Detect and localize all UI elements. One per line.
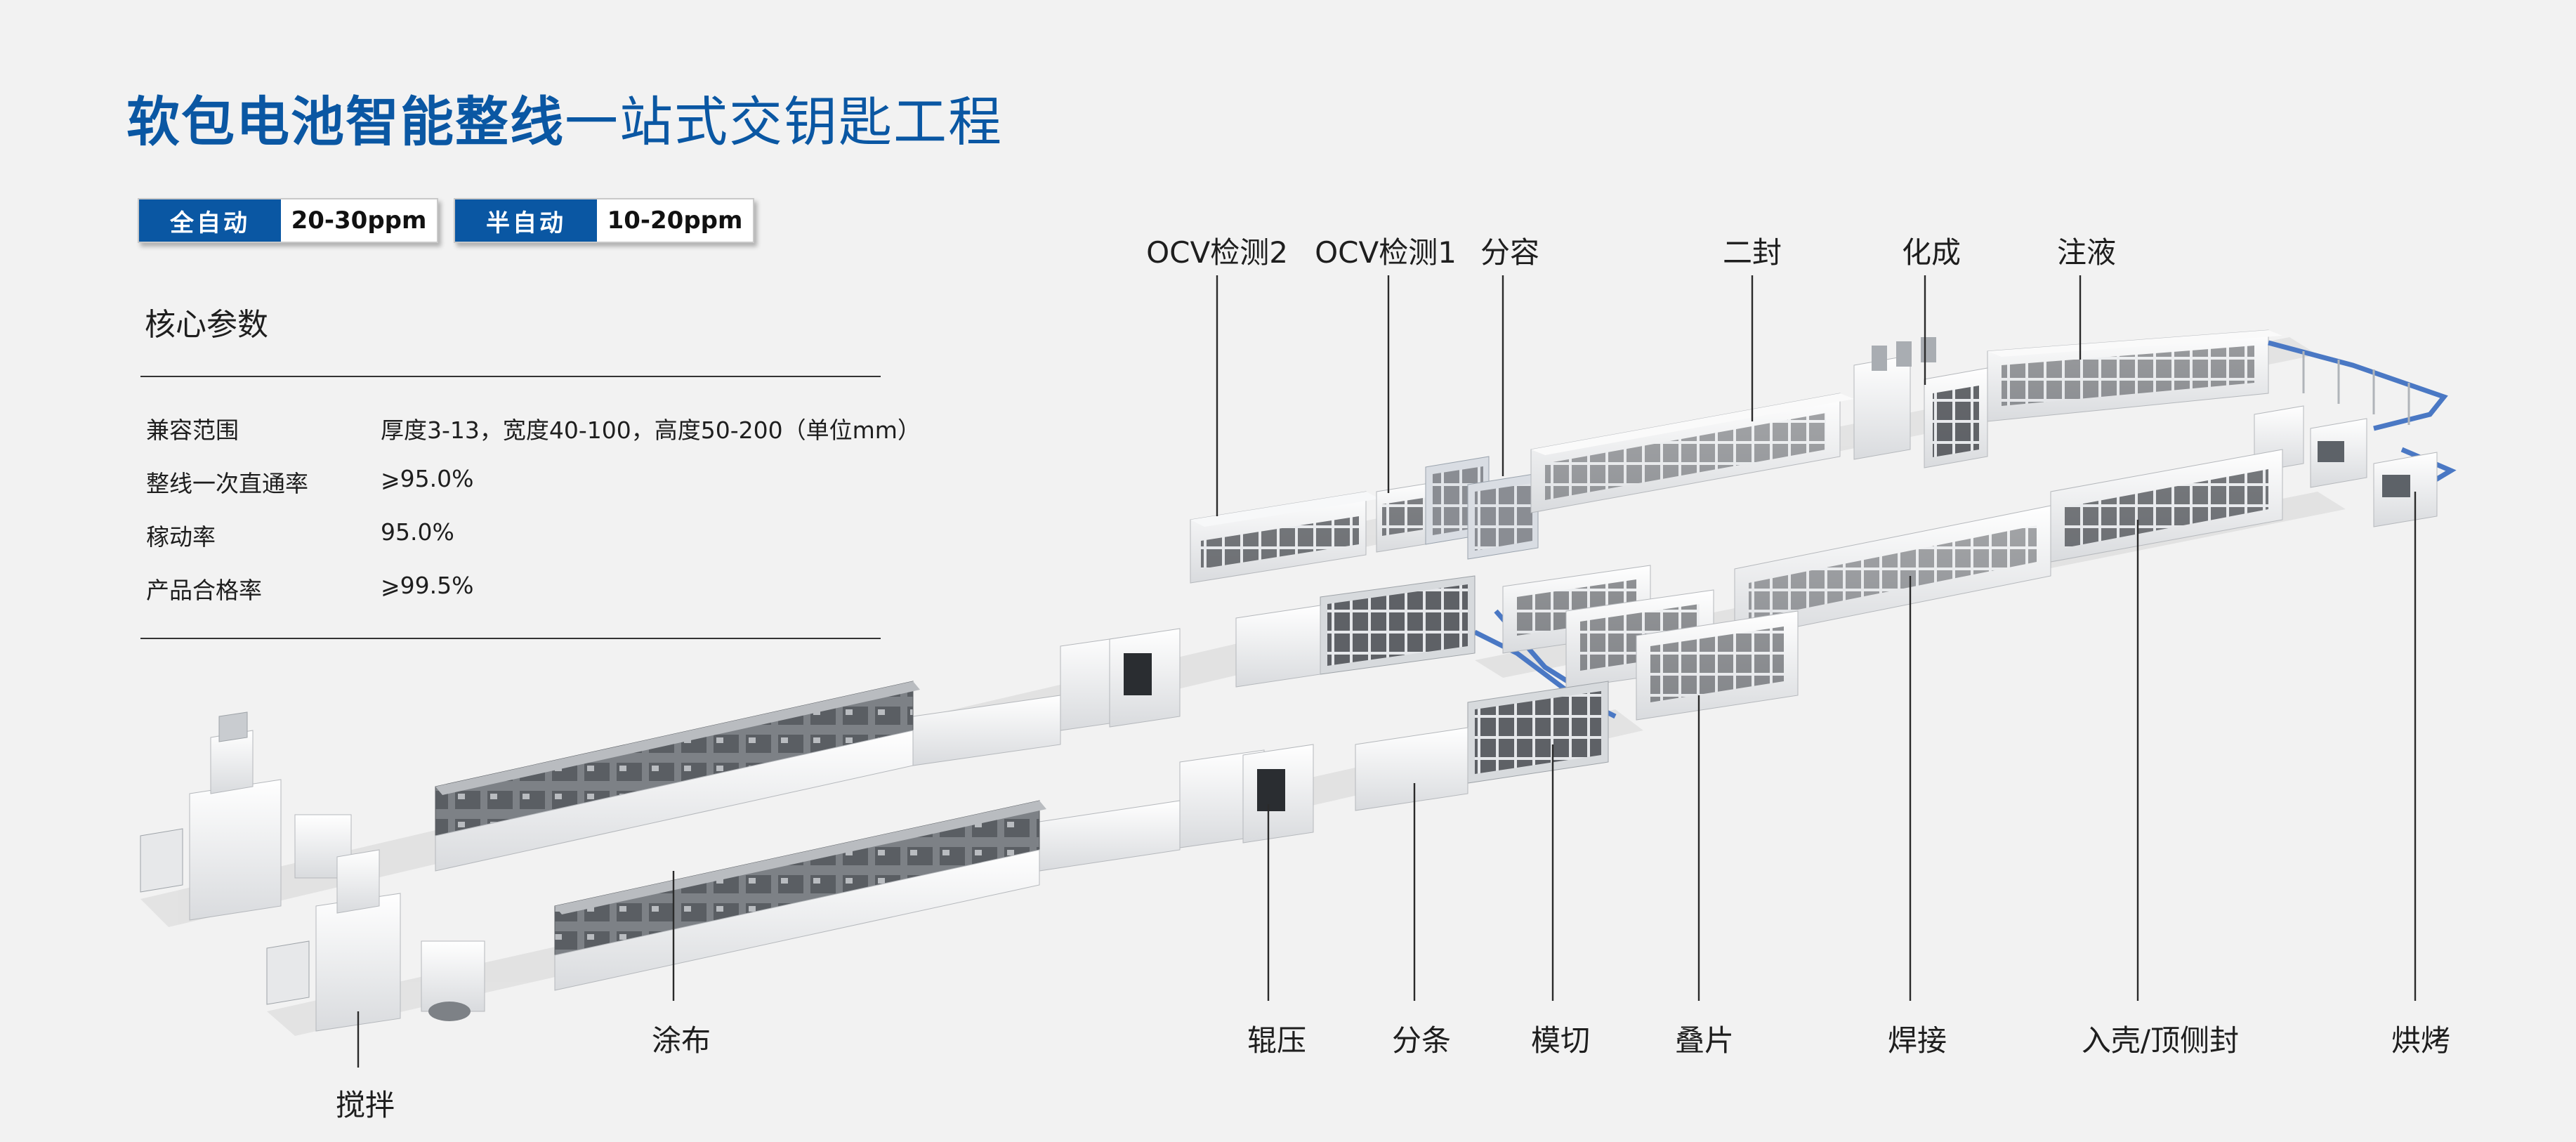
label-formation: 化成 [1901, 235, 1961, 270]
param-key-compat: 兼容范围 [146, 416, 239, 444]
param-value-pass-rate: ⩾99.5% [381, 572, 474, 599]
badge-full-auto: 全自动 20-30ppm [138, 198, 438, 243]
label-welding: 焊接 [1887, 1023, 1947, 1058]
params-divider-bottom [140, 638, 881, 639]
badge-key: 全自动 [139, 199, 281, 242]
label-second-seal: 二封 [1722, 235, 1782, 270]
back-line-machines [1190, 329, 2282, 584]
title-strong: 软包电池智能整线 [126, 91, 565, 153]
badge-value: 20-30ppm [291, 206, 427, 235]
middle-line-machines [1502, 449, 2283, 721]
conveyor-supports [2302, 351, 2410, 425]
param-key-pass-rate: 产品合格率 [146, 577, 262, 604]
label-roll-press: 辊压 [1247, 1023, 1307, 1058]
param-value-uptime: 95.0% [381, 518, 454, 546]
badge-value: 10-20ppm [607, 206, 743, 235]
param-key-uptime: 稼动率 [146, 523, 216, 551]
label-stacking: 叠片 [1674, 1023, 1735, 1058]
params-heading: 核心参数 [145, 307, 268, 343]
label-ocv1: OCV检测1 [1315, 235, 1457, 270]
page-title: 软包电池智能整线一站式交钥匙工程 [126, 87, 1003, 157]
param-key-yield: 整线一次直通率 [146, 470, 308, 497]
label-baking: 烘烤 [2391, 1023, 2451, 1058]
param-value-yield: ⩾95.0% [381, 465, 474, 492]
label-coating: 涂布 [651, 1023, 711, 1058]
label-ocv2: OCV检测2 [1146, 235, 1288, 270]
label-mixing: 搅拌 [335, 1088, 395, 1122]
label-die-cut: 模切 [1530, 1023, 1591, 1058]
param-value-compat: 厚度3-13，宽度40-100，高度50-200（单位mm） [381, 416, 921, 444]
label-injection: 注液 [2056, 235, 2117, 270]
label-slitting: 分条 [1391, 1023, 1452, 1058]
badge-key: 半自动 [455, 199, 597, 242]
upper-front-line [140, 575, 1476, 921]
params-divider-top [140, 376, 881, 377]
label-capacity: 分容 [1480, 235, 1540, 270]
badge-semi-auto: 半自动 10-20ppm [454, 198, 754, 243]
lower-front-line [266, 681, 1609, 1032]
label-casing-seal: 入壳/顶侧封 [2081, 1023, 2240, 1058]
title-light: 一站式交钥匙工程 [565, 91, 1003, 153]
leader-lines [357, 275, 2417, 1068]
